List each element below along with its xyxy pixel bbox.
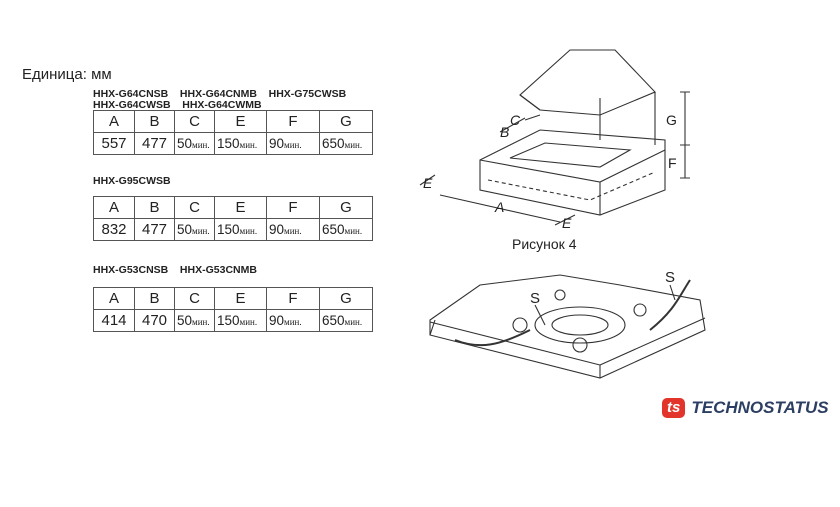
header-cell: A [93,196,135,219]
value: 650 [322,222,345,237]
figure-caption: Рисунок 4 [512,236,577,252]
header-cell: B [134,196,175,219]
value: 150 [217,222,240,237]
header-cell: C [174,110,215,133]
value-cell: 832 [93,218,135,241]
value-cell: 50мин. [174,132,215,155]
label-s: S [530,290,540,307]
header-cell: B [134,110,175,133]
dim-label-e: E [423,175,433,191]
logo-mark: ts [662,398,686,418]
value-cell: 90мин. [266,132,320,155]
value: 90 [269,313,285,328]
value: 150 [217,313,240,328]
value-cell: 150мин. [214,309,267,332]
value: 650 [322,313,345,328]
min-label: мин. [344,317,363,327]
header-cell: A [93,110,135,133]
models-line: HHX-G64CWSB HHX-G64CWMB [93,99,262,111]
header-cell: G [319,110,373,133]
dim-label-b: B [500,124,509,140]
min-label: мин. [344,140,363,150]
dim-label-a: A [494,199,504,215]
value-cell: 414 [93,309,135,332]
header-cell: G [319,196,373,219]
value: 50 [177,313,193,328]
value: 90 [269,222,285,237]
min-label: мин. [192,226,210,236]
models-line: HHX-G64CNSB HHX-G64CNMB HHX-G75CWSB [93,88,347,100]
value-cell: 90мин. [266,218,320,241]
header-cell: E [214,110,267,133]
value-cell: 50мин. [174,309,215,332]
header-cell: F [266,287,320,310]
label-s2: S [665,269,675,286]
value-cell: 150мин. [214,132,267,155]
dim-label-f: F [668,155,677,171]
value-cell: 650мин. [319,218,373,241]
value-cell: 470 [134,309,175,332]
min-label: мин. [239,317,258,327]
value-cell: 557 [93,132,135,155]
value-cell: 650мин. [319,309,373,332]
header-cell: B [134,287,175,310]
value-cell: 477 [134,132,175,155]
header-cell: C [174,287,215,310]
min-label: мин. [284,140,302,150]
header-cell: E [214,287,267,310]
value-cell: 477 [134,218,175,241]
value-cell: 50мин. [174,218,215,241]
header-cell: F [266,196,320,219]
logo: ts TECHNOSTATUS [662,398,829,418]
models-group-2: HHX-G95CWSB [93,175,171,187]
dim-label-e2: E [562,215,572,231]
header-cell: F [266,110,320,133]
value: 50 [177,222,193,237]
models-group-1: HHX-G64CNSB HHX-G64CNMB HHX-G75CWSB HHX-… [93,89,346,111]
logo-name: TECHNOSTATUS [691,398,829,417]
header-cell: E [214,196,267,219]
dim-label-c: C [510,112,521,128]
models-group-3: HHX-G53CNSB HHX-G53CNMB [93,264,257,276]
min-label: мин. [192,317,210,327]
min-label: мин. [344,226,363,236]
value: 650 [322,136,345,151]
value-cell: 90мин. [266,309,320,332]
min-label: мин. [192,140,210,150]
value: 90 [269,136,285,151]
min-label: мин. [239,226,258,236]
dim-label-g: G [666,112,677,128]
min-label: мин. [239,140,258,150]
min-label: мин. [284,226,302,236]
min-label: мин. [284,317,302,327]
header-cell: G [319,287,373,310]
header-cell: C [174,196,215,219]
unit-label: Единица: мм [22,66,112,83]
header-cell: A [93,287,135,310]
value: 50 [177,136,193,151]
value: 150 [217,136,240,151]
value-cell: 150мин. [214,218,267,241]
value-cell: 650мин. [319,132,373,155]
